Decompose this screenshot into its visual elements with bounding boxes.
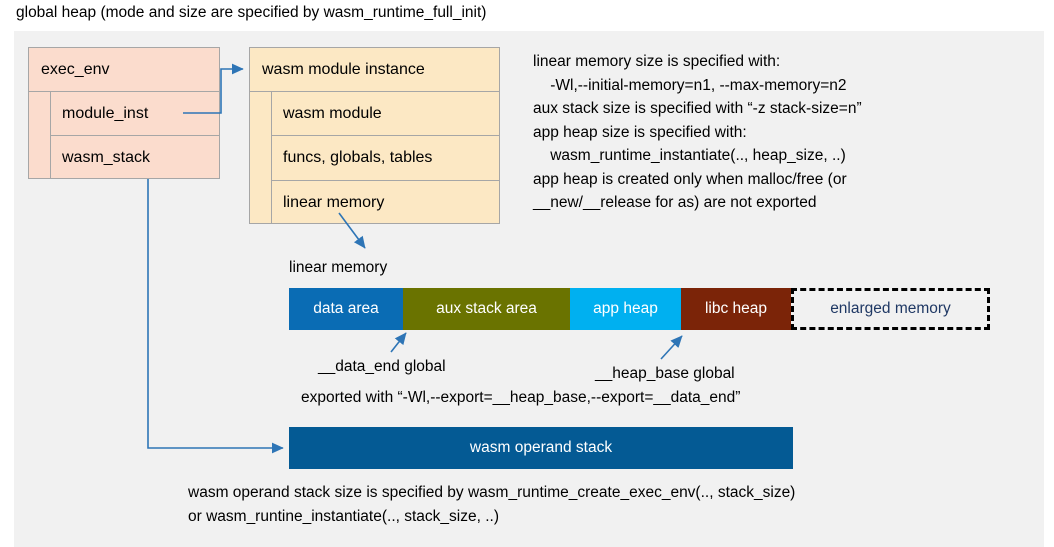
wasm-module-instance-box: wasm module instance wasm module funcs, … bbox=[249, 47, 500, 224]
module-instance-row-linear-memory: linear memory bbox=[283, 193, 385, 211]
memory-segment-data-area: data area bbox=[289, 288, 403, 330]
module-instance-row-funcs-globals-tables: funcs, globals, tables bbox=[272, 136, 499, 181]
memory-segment-libc-heap: libc heap bbox=[681, 288, 791, 330]
operand-stack-note: wasm operand stack size is specified by … bbox=[188, 484, 796, 525]
module-instance-gutter bbox=[250, 92, 272, 224]
annotation-heap-base: __heap_base global bbox=[595, 365, 735, 382]
linear-memory-caption: linear memory bbox=[289, 259, 388, 276]
exec-env-header: exec_env bbox=[29, 48, 219, 92]
exec-env-row-module-inst: module_inst bbox=[51, 92, 219, 136]
linear-memory-bar: data area aux stack area app heap libc h… bbox=[289, 288, 990, 330]
wasm-operand-stack-bar: wasm operand stack bbox=[289, 427, 793, 469]
memory-segment-app-heap: app heap bbox=[570, 288, 681, 330]
exec-env-gutter bbox=[29, 92, 51, 179]
memory-segment-enlarged-memory: enlarged memory bbox=[791, 288, 990, 330]
exec-env-box: exec_env module_inst wasm_stack bbox=[28, 47, 220, 179]
module-instance-header: wasm module instance bbox=[250, 48, 499, 92]
memory-segment-aux-stack-area: aux stack area bbox=[403, 288, 570, 330]
page-title: global heap (mode and size are specified… bbox=[16, 4, 487, 21]
annotation-export-line: exported with “-Wl,--export=__heap_base,… bbox=[301, 389, 741, 406]
linear-memory-note: linear memory size is specified with: -W… bbox=[533, 53, 862, 211]
exec-env-row-wasm-stack: wasm_stack bbox=[62, 148, 151, 166]
module-instance-row-wasm-module: wasm module bbox=[272, 92, 499, 136]
annotation-data-end: __data_end global bbox=[318, 358, 446, 375]
